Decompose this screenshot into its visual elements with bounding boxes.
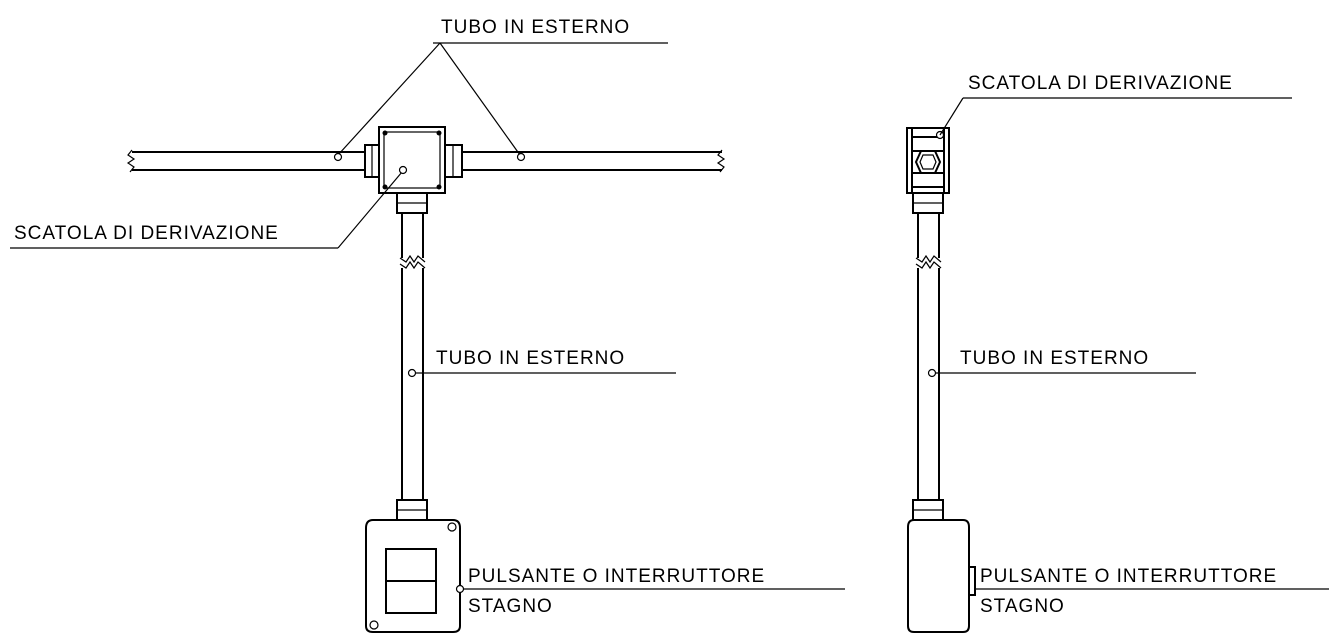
vertical-tube-side — [912, 192, 944, 521]
switch-front — [365, 519, 461, 633]
horizontal-tube-right — [462, 149, 726, 173]
leader-box-left — [10, 165, 408, 249]
label-switch-left-1: PULSANTE O INTERRUTTORE — [468, 566, 765, 587]
leader-switch-left — [455, 584, 845, 594]
tube-sleeve-left — [364, 144, 380, 178]
label-tube-vertical-left: TUBO IN ESTERNO — [436, 348, 625, 369]
label-switch-right-1: PULSANTE O INTERRUTTORE — [980, 566, 1277, 587]
horizontal-tube-left — [126, 149, 365, 173]
leader-box-right — [939, 97, 1292, 136]
junction-box-side — [906, 127, 950, 194]
side-view: SCATOLA DI DERIVAZIONE TUBO IN ESTERNO P… — [906, 73, 1329, 633]
leader-tube-vertical-left — [407, 368, 676, 378]
label-switch-right-2: STAGNO — [980, 596, 1065, 617]
label-tube-top: TUBO IN ESTERNO — [441, 17, 630, 38]
leader-tube-vertical-right — [927, 368, 1196, 378]
front-view: TUBO IN ESTERNO SCATOLA DI DERIVAZIONE T… — [10, 17, 845, 633]
label-switch-left-2: STAGNO — [468, 596, 553, 617]
vertical-tube-front — [396, 192, 428, 521]
leader-tube-top — [333, 42, 668, 162]
label-box-left: SCATOLA DI DERIVAZIONE — [14, 223, 279, 244]
label-box-right: SCATOLA DI DERIVAZIONE — [968, 73, 1233, 94]
switch-side — [907, 519, 976, 633]
label-tube-vertical-right: TUBO IN ESTERNO — [960, 348, 1149, 369]
tube-sleeve-right — [444, 144, 463, 178]
junction-box-front — [378, 126, 446, 194]
